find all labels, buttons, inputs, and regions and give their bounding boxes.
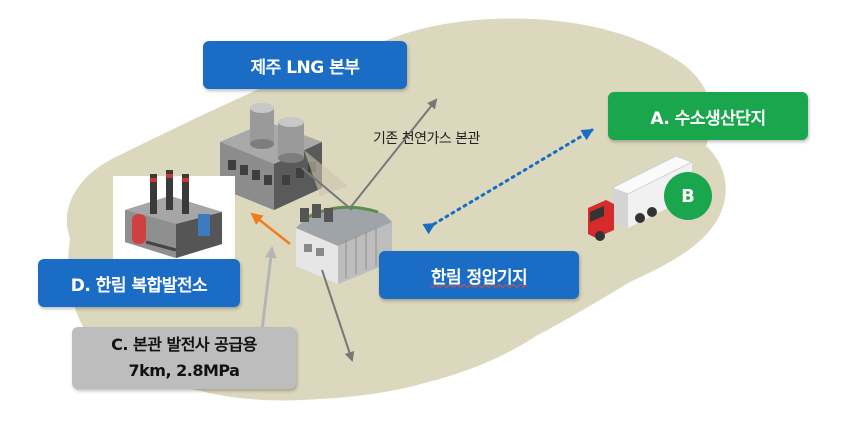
supply-line-box: C. 본관 발전사 공급용 7km, 2.8MPa: [72, 327, 296, 389]
hydrogen-link-arrow: [422, 128, 594, 235]
pipeline-label: 기존 천연가스 본관: [373, 131, 480, 147]
pressure-station-box: 한림 정압기지: [379, 251, 579, 299]
power-plant-icon: [125, 170, 222, 258]
hydrogen-truck-icon: [588, 155, 694, 241]
lng-hq-box: 제주 LNG 본부: [203, 41, 407, 89]
pipeline-arrow-down: [321, 269, 355, 362]
pressure-station-label: 한림 정압기지: [430, 267, 528, 288]
supply-line-spec: 7km, 2.8MPa: [128, 361, 240, 380]
hydrogen-complex-box: A. 수소생산단지: [608, 92, 808, 140]
supply-line-title: C. 본관 발전사 공급용: [111, 335, 257, 354]
power-plant-box: D. 한림 복합발전소: [38, 259, 240, 307]
supply-arrow-orange: [250, 212, 291, 245]
pressure-station-icon: [296, 204, 392, 284]
pipeline-arrow-up: [349, 98, 438, 209]
badge-b: B: [664, 172, 712, 220]
pipeline-connector: [301, 167, 353, 211]
supply-arrow-c: [260, 246, 277, 331]
